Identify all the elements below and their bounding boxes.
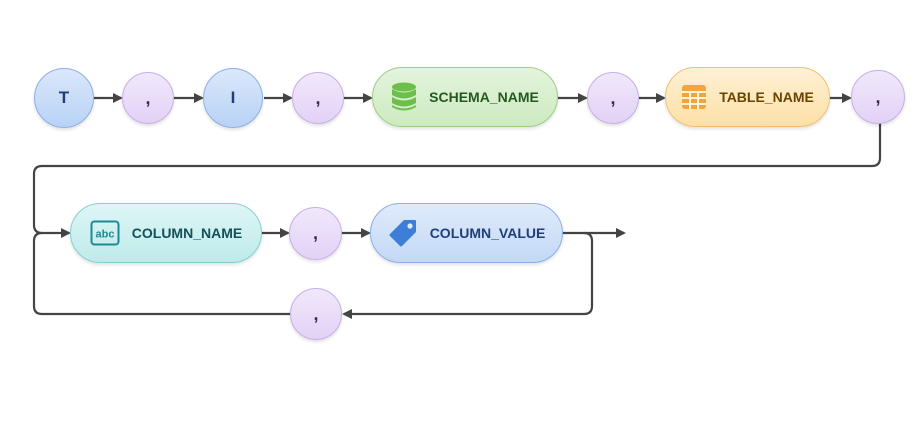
column-name-label: COLUMN_NAME (131, 225, 243, 241)
token-comma-2: , (292, 72, 344, 124)
svg-text:abc: abc (95, 229, 114, 241)
token-t: T (34, 68, 94, 128)
schema-name-node: SCHEMA_NAME (372, 67, 558, 127)
token-comma-3: , (587, 72, 639, 124)
token-comma-repeat: , (290, 288, 342, 340)
column-name-node: abc COLUMN_NAME (70, 203, 262, 263)
column-value-node: COLUMN_VALUE (370, 203, 563, 263)
tag-icon (388, 218, 418, 248)
token-comma-4: , (851, 70, 905, 124)
token-i: I (203, 68, 263, 128)
token-comma-5: , (289, 207, 342, 260)
schema-name-label: SCHEMA_NAME (429, 89, 539, 105)
token-comma-1: , (122, 72, 174, 124)
column-value-label: COLUMN_VALUE (429, 225, 546, 241)
table-name-node: TABLE_NAME (665, 67, 830, 127)
table-icon (681, 84, 707, 110)
database-icon (391, 82, 417, 112)
table-name-label: TABLE_NAME (719, 89, 814, 105)
abc-text-icon: abc (90, 220, 120, 246)
